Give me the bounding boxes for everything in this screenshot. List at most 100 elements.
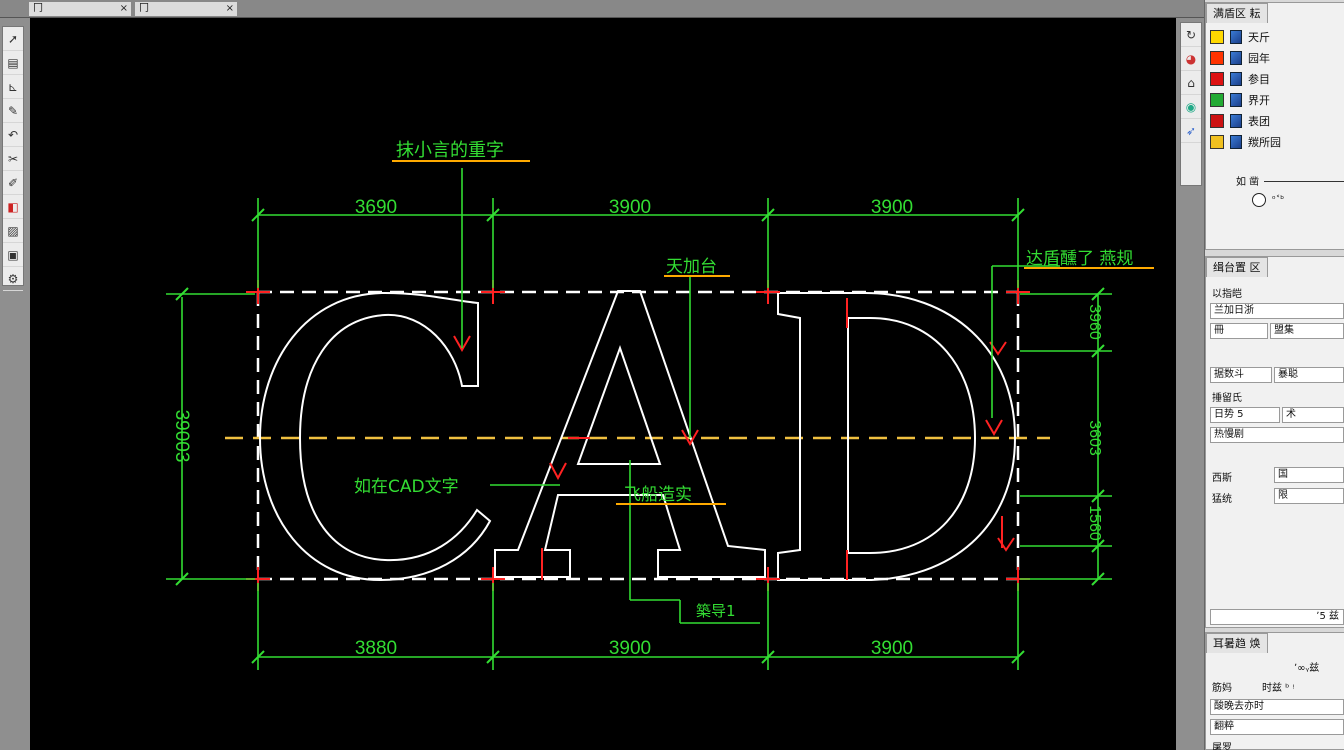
property-field[interactable]: 冊 [1210,323,1268,339]
drawing-canvas[interactable]: 3690 3900 3900 3880 3900 3900 39003 3960… [30,18,1176,750]
region-icon[interactable]: ▣ [3,243,23,267]
layers-panel-tab[interactable]: 满盾区 耘 [1206,3,1268,23]
layer-name: 羰所园 [1248,136,1281,149]
dim-bottom-1: 3880 [355,638,397,659]
property-field[interactable]: 暴聪 [1274,367,1344,383]
layer-row[interactable]: 参目 [1210,69,1342,89]
property-field[interactable]: 据数斗 [1210,367,1272,383]
property-field[interactable]: 术 [1282,407,1344,423]
layer-row[interactable]: 界开 [1210,90,1342,110]
right-toolbar: ↻ ◕ ⌂ ◉ ➶ [1180,22,1202,186]
lock-icon[interactable] [1230,72,1242,86]
lock-icon[interactable] [1230,93,1242,107]
rotate-icon[interactable]: ↻ [1181,23,1201,47]
hatch-icon[interactable]: ▨ [3,219,23,243]
layer-color-swatch[interactable] [1210,51,1224,65]
right-panel-column: 满盾区 耘 天斤 园年 参目 界开 表团 羰所园 [1204,0,1344,750]
home-icon[interactable]: ⌂ [1181,71,1201,95]
dashed-boundary [256,290,1020,581]
lock-icon[interactable] [1230,30,1242,44]
layer-color-swatch[interactable] [1210,30,1224,44]
lock-icon[interactable] [1230,114,1242,128]
curve-icon[interactable]: ↶ [3,123,23,147]
lock-icon[interactable] [1230,135,1242,149]
layer-row[interactable]: 羰所园 [1210,132,1342,152]
tab-drawing-2[interactable]: 冂 × [134,1,238,17]
close-icon[interactable]: × [119,3,128,14]
letter-a-outline [494,290,766,578]
tab-label: 冂 [139,3,149,14]
bottom-panel: 耳暑趋 焕 ʼ∞ᵧ兹 筋妈 时兹 ᵇ ᵎ 酸晚去亦时 翻粹 屠罗 [1205,632,1344,750]
annotation-mid-top: 天加台 [666,257,717,277]
property-dropdown[interactable]: 热慢剧 [1210,427,1344,443]
layer-color-swatch[interactable] [1210,93,1224,107]
layer-color-swatch[interactable] [1210,72,1224,86]
annotation-center-note: 飞船造实 [624,485,692,505]
annotation-bottom-note: 築导1 [696,602,736,620]
annotation-top-title: 抹小言的重字 [396,140,504,161]
paint-icon[interactable]: ◕ [1181,47,1201,71]
property-field[interactable]: 国 [1274,467,1344,483]
layer-row[interactable]: 园年 [1210,48,1342,68]
radio-button[interactable] [1252,193,1266,207]
brush-icon[interactable]: ✐ [3,171,23,195]
annotation-right-note: 达盾醺了 燕规 [1026,249,1133,269]
radio-label: ᵒ˂ᵇ [1272,195,1285,205]
ruler-icon[interactable]: ⊾ [3,75,23,99]
annotation-left-note: 如在CAD文字 [354,477,459,497]
settings-icon[interactable]: ⚙ [3,267,23,291]
dim-top-2: 3900 [609,197,651,218]
property-label: 西斯 [1212,473,1232,484]
property-field[interactable]: 日势 5 [1210,407,1280,423]
trim-icon[interactable]: ✂ [3,147,23,171]
dimension-lines [166,168,1112,670]
arrow-markers [453,335,1015,552]
dimension-ticks [175,208,1105,664]
bottom-panel-label: 屠罗 [1212,743,1232,750]
bottom-panel-field[interactable]: 翻粹 [1210,719,1344,735]
layer-name: 园年 [1248,52,1270,65]
dim-top-3: 3900 [871,197,913,218]
pointer-icon[interactable]: ➚ [3,27,23,51]
bottom-panel-field[interactable]: 酸晚去亦时 [1210,699,1344,715]
layer-row[interactable]: 天斤 [1210,27,1342,47]
dim-right-2: 3603 [1086,420,1103,456]
layer-name: 参目 [1248,73,1270,86]
dim-right-3: 1560 [1086,505,1103,541]
property-field[interactable]: ʼ5 兹 [1210,609,1344,625]
top-tab-bar: 冂 × 冂 × [0,0,1344,18]
bottom-panel-label: 筋妈 [1212,683,1232,694]
layer-color-swatch[interactable] [1210,114,1224,128]
cad-drawing: 3690 3900 3900 3880 3900 3900 39003 3960… [166,140,1154,670]
rocket-icon[interactable]: ➶ [1181,119,1201,143]
layers-panel: 满盾区 耘 天斤 园年 参目 界开 表团 羰所园 [1205,2,1344,250]
layer-color-swatch[interactable] [1210,135,1224,149]
properties-panel-tab[interactable]: 缉台置 区 [1206,257,1268,277]
layers-icon[interactable]: ▤ [3,51,23,75]
bottom-panel-text: ʼ∞ᵧ兹 [1294,663,1320,674]
properties-panel: 缉台置 区 以指皑 兰加日浙 冊 盟集 据数斗 暴聪 捶留氏 日势 5 术 热慢… [1205,256,1344,628]
pen-icon[interactable]: ✎ [3,99,23,123]
property-label: 猛统 [1212,494,1232,505]
bottom-panel-text: 时兹 ᵇ ᵎ [1262,683,1295,694]
tab-drawing-1[interactable]: 冂 × [28,1,132,17]
filter-slider[interactable] [1264,181,1344,182]
fill-icon[interactable]: ◧ [3,195,23,219]
palette-icon[interactable]: ◉ [1181,95,1201,119]
dim-top-1: 3690 [355,197,397,218]
layer-row[interactable]: 表团 [1210,111,1342,131]
bottom-panel-tab[interactable]: 耳暑趋 焕 [1206,633,1268,653]
left-toolbar: ➚ ▤ ⊾ ✎ ↶ ✂ ✐ ◧ ▨ ▣ ⚙ [2,26,24,291]
dim-left: 39003 [171,410,192,463]
layer-name: 表团 [1248,115,1270,128]
property-field[interactable]: 兰加日浙 [1210,303,1344,319]
dim-bottom-2: 3900 [609,638,651,659]
property-field[interactable]: 限 [1274,488,1344,504]
close-icon[interactable]: × [225,3,234,14]
letter-c-outline [258,291,492,582]
property-label: 以指皑 [1212,289,1242,300]
layer-name: 天斤 [1248,31,1270,44]
property-field[interactable]: 盟集 [1270,323,1344,339]
annotation-underlines [392,160,1154,505]
lock-icon[interactable] [1230,51,1242,65]
